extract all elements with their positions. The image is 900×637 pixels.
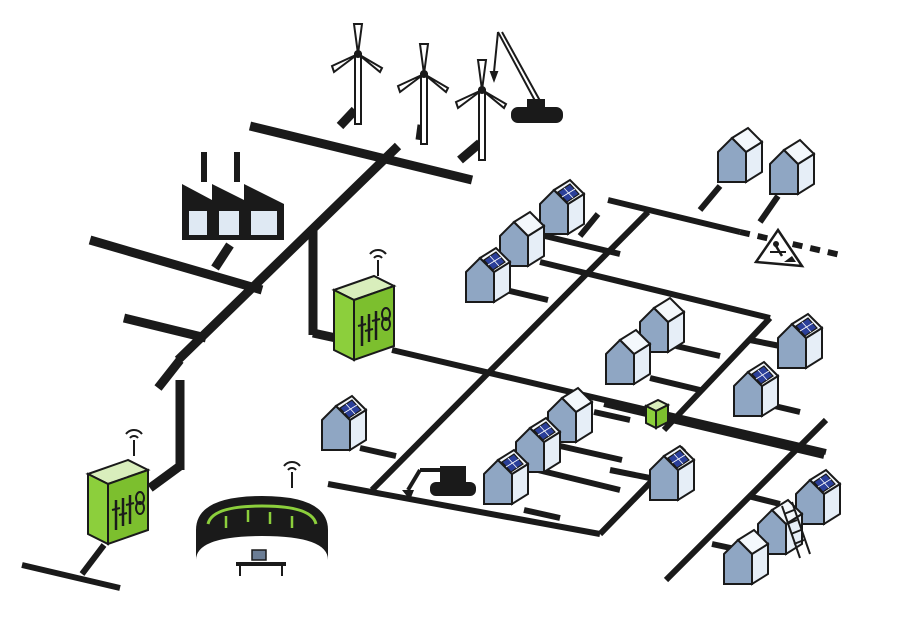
wireless-signal-icon <box>369 249 387 277</box>
junction-box-icon <box>643 398 671 430</box>
wireless-signal-icon <box>283 461 301 489</box>
transformer-substation-icon <box>86 458 150 546</box>
wind-turbine-icon <box>331 23 383 125</box>
solar-house-icon <box>321 395 367 451</box>
factory-icon <box>182 152 284 240</box>
solar-house-icon <box>465 247 511 303</box>
wireless-signal-icon <box>125 429 143 457</box>
house-icon <box>769 139 815 195</box>
excavator-icon <box>402 466 476 500</box>
house-icon <box>605 329 651 385</box>
ladder-icon <box>781 501 811 559</box>
wind-turbine-icon <box>455 59 507 161</box>
solar-house-icon <box>733 361 779 417</box>
solar-house-icon <box>777 313 823 369</box>
solar-house-icon <box>539 179 585 235</box>
wind-turbine-icon <box>397 43 449 145</box>
transformer-substation-icon <box>332 274 396 362</box>
house-icon <box>723 529 769 585</box>
power-lines <box>88 106 483 492</box>
crane-icon <box>489 31 563 123</box>
solar-house-icon <box>483 449 529 505</box>
house-icon <box>717 127 763 183</box>
control-room-icon <box>196 496 328 576</box>
solar-house-icon <box>649 445 695 501</box>
roadwork-sign-icon <box>753 227 805 268</box>
